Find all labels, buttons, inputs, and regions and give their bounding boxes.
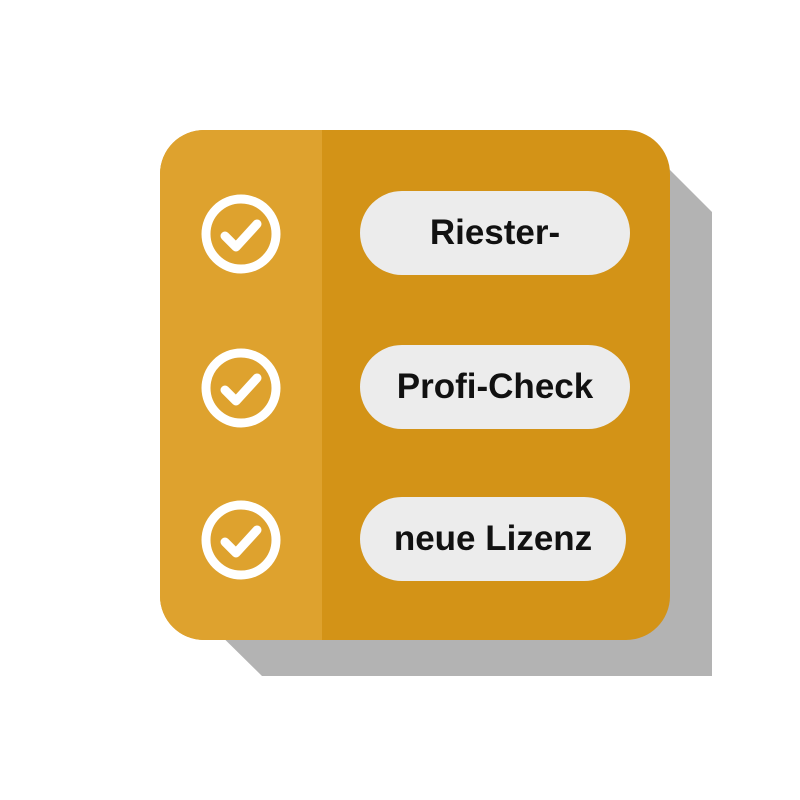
checklist-label: Profi-Check: [360, 345, 630, 429]
card-left-panel: [160, 130, 322, 640]
checklist-item: Riester-: [160, 188, 670, 278]
check-circle-icon: [198, 497, 284, 583]
checklist-label: Riester-: [360, 191, 630, 275]
check-circle-icon: [198, 191, 284, 277]
checklist-item: neue Lizenz: [160, 494, 670, 584]
check-circle-icon: [198, 345, 284, 431]
checklist-label: neue Lizenz: [360, 497, 626, 581]
checklist-item: Profi-Check: [160, 342, 670, 432]
checklist-card: Riester- Profi-Check neue Lizenz: [160, 130, 670, 640]
